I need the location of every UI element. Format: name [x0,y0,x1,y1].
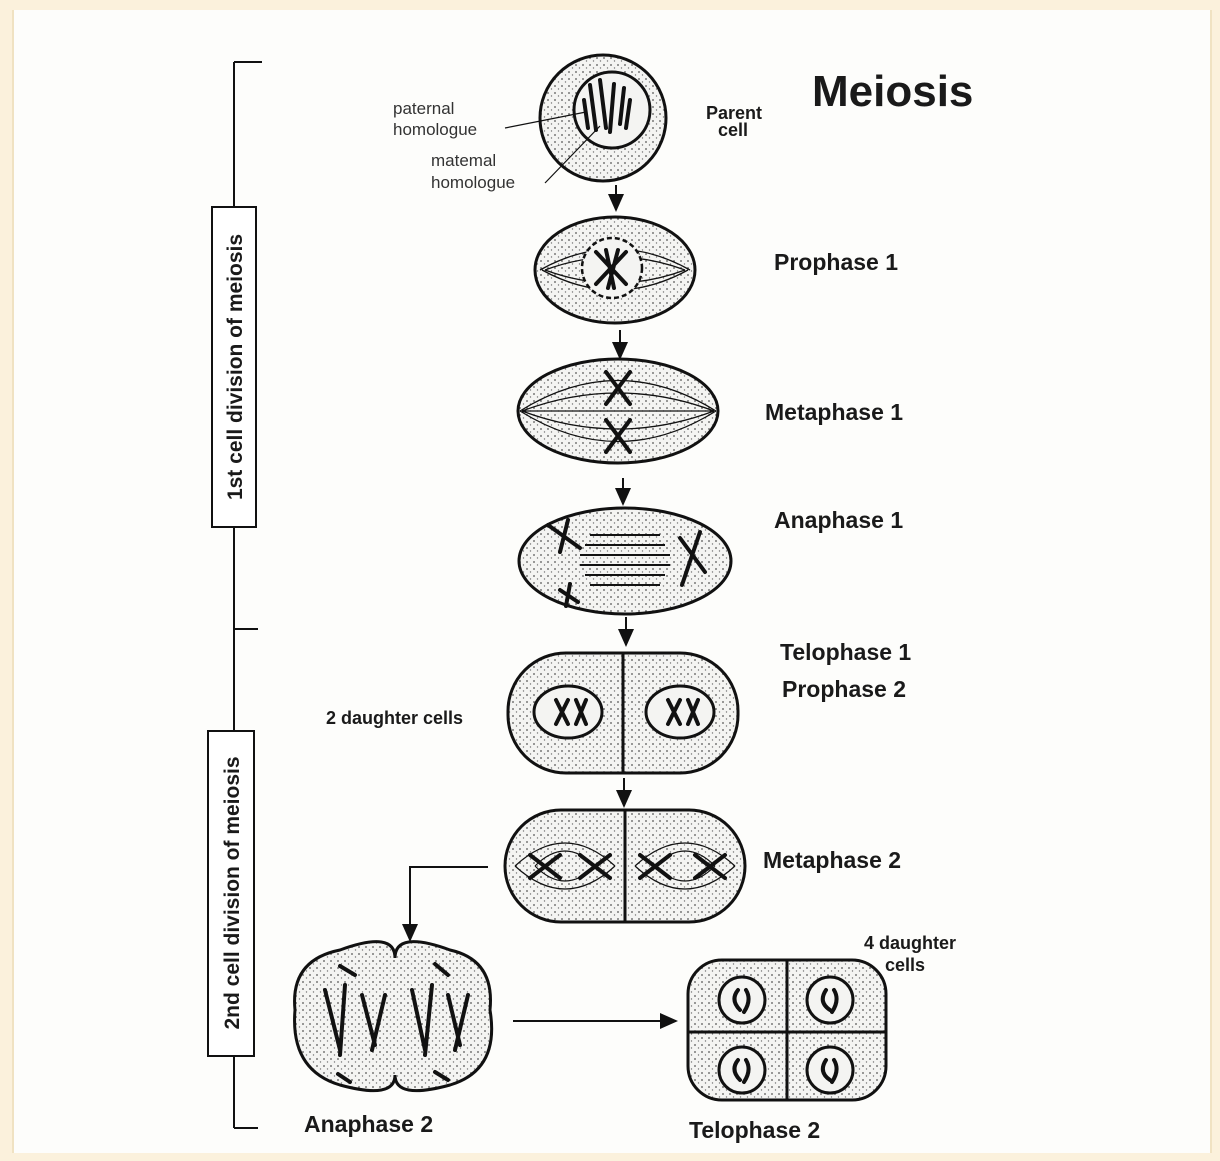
telophase1-cells [508,653,738,773]
prophase1-cell [535,217,695,323]
svg-text:1st cell division of meiosis: 1st cell division of meiosis [224,234,247,500]
stage-label-telophase2: Telophase 2 [689,1117,820,1143]
stage-label-prophase1: Prophase 1 [774,249,898,275]
metaphase2-cells [505,810,745,922]
svg-text:2 daughter cells: 2 daughter cells [326,708,463,728]
anaphase1-cell [519,508,731,614]
stage-label-metaphase1: Metaphase 1 [765,399,903,425]
svg-text:cells: cells [885,955,925,975]
metaphase1-cell [518,359,718,463]
stage-label-anaphase1: Anaphase 1 [774,507,903,533]
svg-text:matemal: matemal [431,151,496,170]
svg-text:cell: cell [718,120,748,140]
stage-label-telophase1: Telophase 1 [780,639,911,665]
stage-label-prophase2: Prophase 2 [782,676,906,702]
anaphase2-cells [295,942,492,1091]
parent-cell [540,55,666,181]
svg-text:paternal: paternal [393,99,454,118]
first-division-label: 1st cell division of meiosis [212,207,256,527]
svg-text:2nd cell division of meiosis: 2nd cell division of meiosis [221,756,244,1029]
svg-text:4 daughter: 4 daughter [864,933,956,953]
stage-label-metaphase2: Metaphase 2 [763,847,901,873]
stage-label-anaphase2: Anaphase 2 [304,1111,433,1137]
svg-text:homologue: homologue [393,120,477,139]
svg-text:homologue: homologue [431,173,515,192]
second-division-label: 2nd cell division of meiosis [208,731,254,1056]
telophase2-cells [688,960,886,1100]
diagram-title: Meiosis [812,67,973,116]
